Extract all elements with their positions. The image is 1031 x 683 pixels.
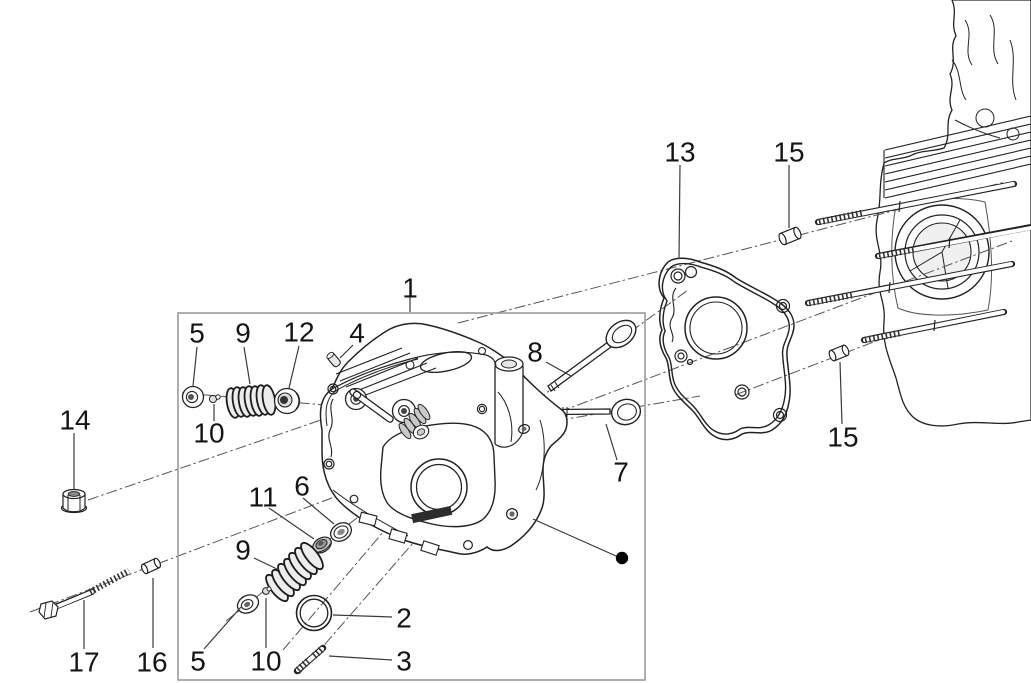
- gasket-bolt-holes: [670, 265, 791, 423]
- callout-17[interactable]: 17: [68, 647, 99, 678]
- head-side-details: [497, 391, 545, 521]
- head-bolt-holes: [323, 383, 488, 550]
- cylinder-head-drawing: [319, 322, 568, 556]
- rocker-cover-opening: [419, 351, 473, 373]
- flange-nut: [60, 488, 88, 514]
- gasket-outline: [658, 257, 795, 441]
- group-callout-box: [177, 312, 646, 681]
- head-bolt: [38, 568, 131, 620]
- callout-11[interactable]: 11: [248, 482, 277, 513]
- axis-line-oring: [282, 517, 396, 651]
- callout-9-bottom[interactable]: 9: [235, 535, 251, 566]
- callout-12[interactable]: 12: [283, 317, 314, 348]
- o-ring: [295, 594, 333, 632]
- callout-6[interactable]: 6: [294, 471, 310, 502]
- valve-cotter-bottom: [262, 586, 272, 595]
- head-coolant-channel: [328, 398, 334, 458]
- leader-6: [302, 497, 335, 525]
- callout-3[interactable]: 3: [396, 646, 412, 677]
- axis-line-nut: [87, 409, 351, 501]
- cam-chain-tower: [494, 356, 524, 448]
- callout-5-top[interactable]: 5: [189, 318, 205, 349]
- cylinder-stud: [874, 223, 1031, 260]
- leader-8: [545, 361, 572, 377]
- leader-13: [678, 164, 681, 260]
- block-casting-details: [891, 14, 1020, 316]
- callout-labels: 1 2 3 4 5 5 6 7 8 9 9 10 10 11 12 13 14 …: [59, 137, 858, 678]
- callout-10-top[interactable]: 10: [193, 418, 224, 449]
- callout-16[interactable]: 16: [136, 647, 167, 678]
- leader-15-bottom: [839, 361, 843, 425]
- spring-cap: [273, 387, 301, 415]
- head-gasket-drawing: [658, 257, 795, 441]
- callout-13[interactable]: 13: [664, 137, 695, 168]
- leader-7: [605, 423, 618, 461]
- callout-15-bottom[interactable]: 15: [827, 422, 858, 453]
- exhaust-valve-drawing: [557, 398, 642, 426]
- valve-spring-bottom: [265, 541, 324, 603]
- locating-pin: [326, 351, 341, 368]
- cylinder-stud: [860, 308, 1008, 344]
- leader-5-top: [192, 346, 198, 387]
- callout-14[interactable]: 14: [59, 405, 90, 436]
- callout-1[interactable]: 1: [402, 273, 418, 304]
- callout-15-top[interactable]: 15: [773, 137, 804, 168]
- cylinder-fins: [883, 115, 1031, 199]
- dowel-pin-top: [778, 226, 802, 246]
- leader-5-bottom: [203, 606, 242, 650]
- leader-reference-dot: [532, 518, 617, 557]
- leader-3: [328, 655, 393, 661]
- callout-2[interactable]: 2: [396, 603, 412, 634]
- callout-7[interactable]: 7: [613, 457, 629, 488]
- callout-4[interactable]: 4: [349, 318, 365, 349]
- leader-9-top: [243, 346, 251, 385]
- spring-retainer-top: [181, 385, 205, 409]
- gasket-bore-ring: [684, 296, 748, 360]
- engine-block-drawing: [875, 0, 1031, 427]
- bolt-head: [38, 600, 59, 620]
- leader-2: [332, 614, 393, 618]
- head-top-plate-edge: [331, 351, 497, 390]
- leader-12: [288, 345, 300, 389]
- exhaust-stud: [293, 644, 327, 675]
- reference-dot: [615, 551, 629, 565]
- axis-line-stud: [298, 534, 421, 675]
- callout-8[interactable]: 8: [527, 337, 543, 368]
- callout-10-bottom[interactable]: 10: [250, 646, 281, 677]
- callout-5-bottom[interactable]: 5: [190, 646, 206, 677]
- cylinder-studs: [804, 180, 1031, 344]
- gasket-coolant-passage: [669, 287, 677, 343]
- rocker-arm: [349, 388, 430, 440]
- axis-line-dowel-bottom: [734, 329, 906, 396]
- rocker-chamber-opening: [379, 422, 496, 528]
- leader-9-bottom: [253, 557, 278, 570]
- installed-valve-spring: [398, 403, 431, 440]
- leader-lines: [73, 164, 843, 661]
- callout-9-top[interactable]: 9: [235, 318, 251, 349]
- valve-stem-seal: [329, 522, 353, 542]
- spacer-bushing: [140, 557, 162, 575]
- valve-cotter-top: [208, 394, 221, 404]
- dowel-pin-bottom: [828, 344, 850, 362]
- spring-retainer-bottom: [236, 594, 260, 614]
- leader-11: [268, 507, 315, 540]
- intake-valve-drawing: [547, 319, 637, 392]
- cylinder-stud: [814, 180, 1018, 226]
- cylinder-stud: [804, 260, 1016, 307]
- valve-spring-top: [225, 384, 277, 419]
- leader-4: [339, 344, 354, 359]
- head-bottom-tabs: [358, 511, 440, 556]
